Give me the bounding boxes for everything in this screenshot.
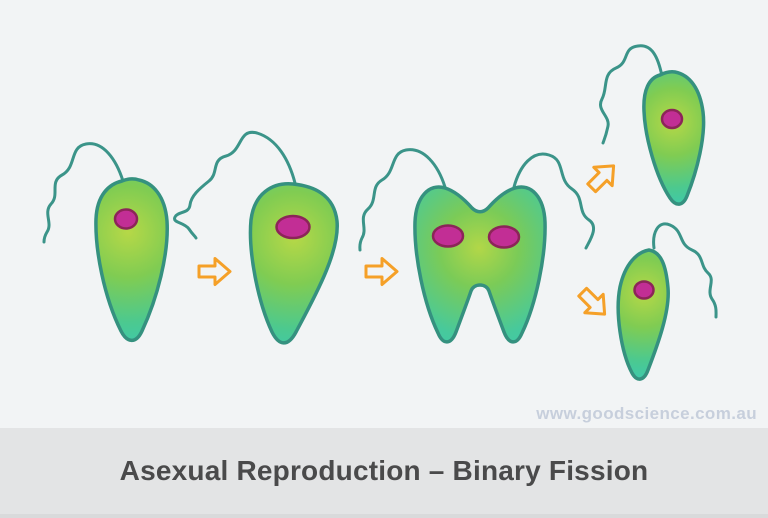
- figure-caption: Asexual Reproduction – Binary Fission: [119, 455, 649, 486]
- stage-4-daughter-cell-top: [599, 44, 706, 206]
- flagellum-left: [358, 148, 447, 252]
- nucleus-left: [431, 224, 465, 248]
- stage-3-dividing-cell: [358, 148, 595, 344]
- caption-bar: Asexual Reproduction – Binary Fission: [0, 428, 768, 518]
- diagram-area: www.goodscience.com.au: [0, 0, 768, 428]
- nucleus-right: [487, 225, 521, 249]
- flagellum-right: [512, 152, 595, 250]
- flagellum: [599, 44, 664, 145]
- cell-body: [642, 70, 706, 206]
- arrow-down-right-icon: [577, 286, 607, 316]
- flagellum: [42, 142, 125, 244]
- arrow-up-right-icon: [586, 164, 616, 194]
- binary-fission-diagram: [42, 44, 718, 381]
- flagellum: [652, 222, 718, 319]
- nucleus: [275, 214, 311, 240]
- arrow-right-icon: [364, 257, 399, 286]
- nucleus: [633, 280, 655, 300]
- stage-4-daughter-cell-bottom: [616, 222, 718, 381]
- stage-2-grown-cell: [173, 130, 339, 345]
- arrow-right-icon: [197, 257, 232, 286]
- watermark: www.goodscience.com.au: [536, 404, 757, 423]
- stage-1-parent-cell: [42, 142, 169, 343]
- nucleus: [113, 208, 139, 230]
- cell-body: [94, 177, 169, 343]
- cell-body: [413, 185, 547, 344]
- cell-body: [248, 182, 339, 345]
- flagellum: [173, 130, 297, 240]
- nucleus: [660, 108, 684, 130]
- cell-body: [616, 248, 670, 381]
